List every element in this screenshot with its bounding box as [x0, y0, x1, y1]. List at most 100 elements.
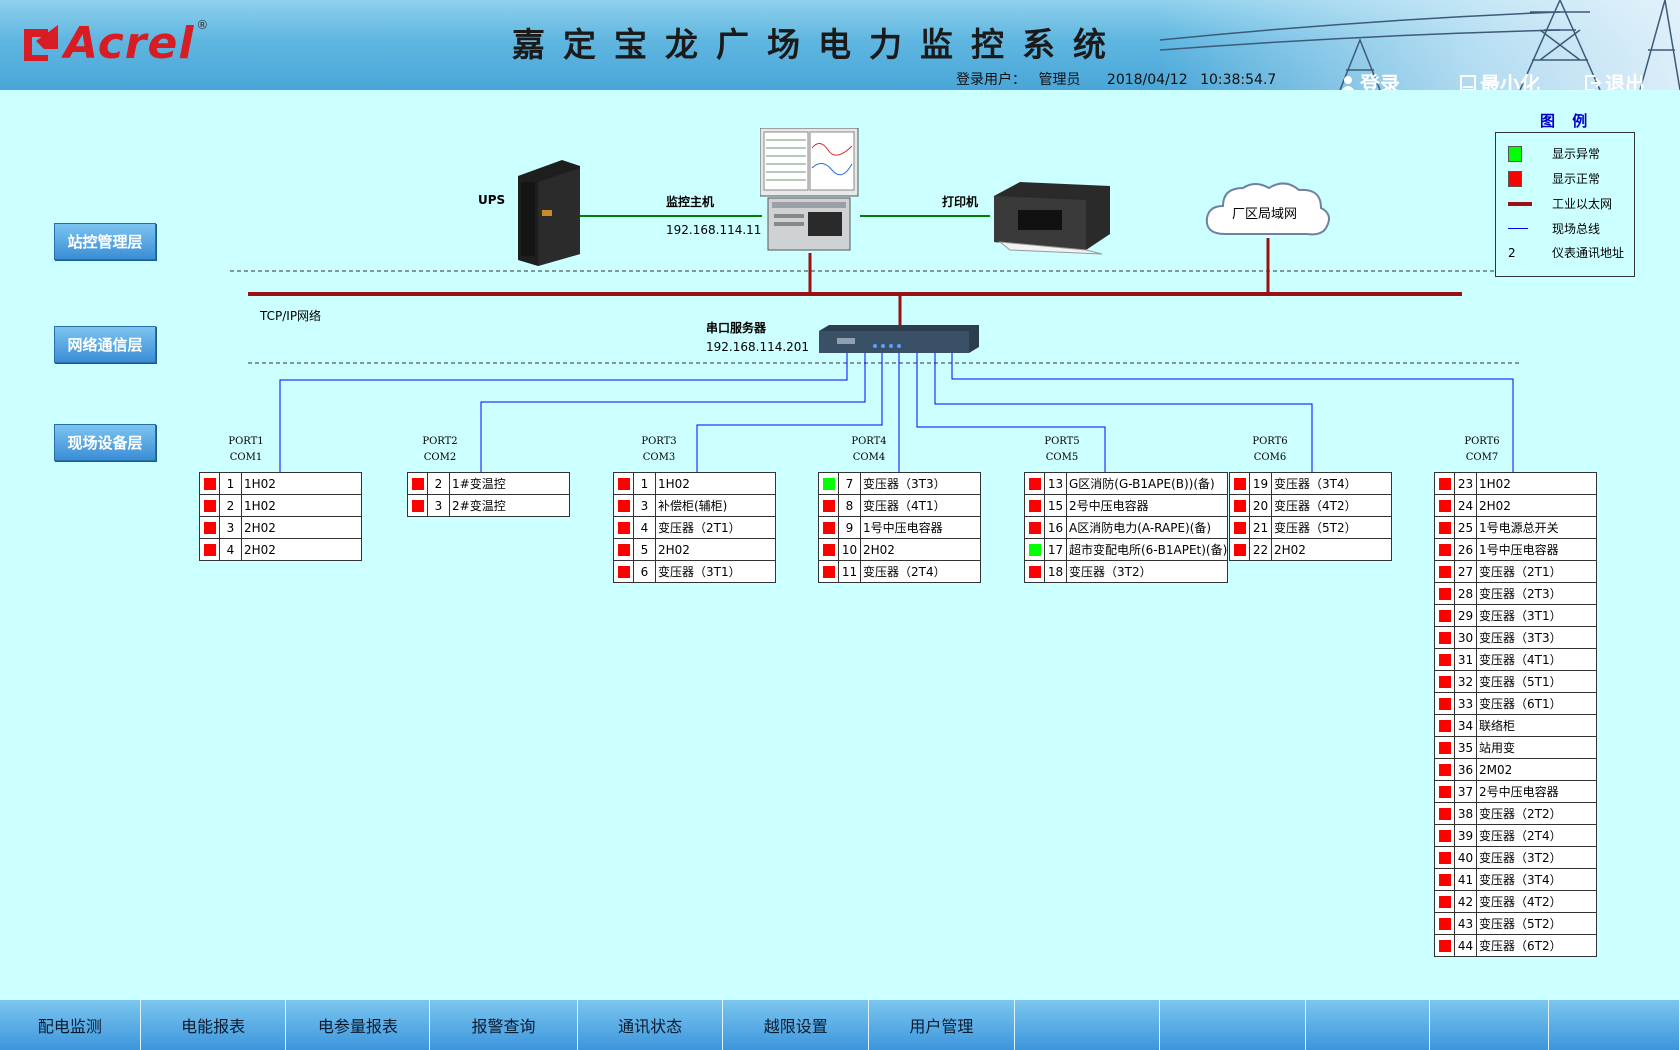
exit-button[interactable]: 退出: [1585, 68, 1645, 90]
device-name: 变压器（6T1）: [1476, 692, 1597, 715]
legend-label: 显示异常: [1552, 147, 1601, 161]
login-info: 登录用户： 管理员 2018/04/12 10:38:54.7: [956, 69, 1284, 89]
nav-tab[interactable]: 用户管理: [869, 1000, 1015, 1050]
acrel-logo: Acrel ®: [22, 18, 208, 69]
serial-server-icon[interactable]: [819, 325, 981, 353]
status-cell: [613, 472, 634, 495]
device-name: 变压器（2T1）: [655, 516, 776, 539]
nav-tab-empty[interactable]: [1306, 1000, 1431, 1050]
device-address: 22: [1249, 538, 1272, 561]
ups-icon[interactable]: [518, 160, 582, 266]
nav-tab[interactable]: 电能报表: [141, 1000, 287, 1050]
nav-tab-empty[interactable]: [1160, 1000, 1307, 1050]
system-title: 嘉定宝龙广场电力监控系统: [512, 25, 1124, 64]
nav-tab[interactable]: 越限设置: [723, 1000, 870, 1050]
printer-icon[interactable]: [990, 180, 1116, 256]
status-normal-indicator: [1438, 698, 1451, 710]
minimize-button[interactable]: 最小化: [1460, 68, 1540, 90]
nav-tab[interactable]: 通讯状态: [578, 1000, 724, 1050]
nav-tab-empty[interactable]: [1549, 1000, 1680, 1050]
login-button[interactable]: 登录: [1340, 68, 1400, 90]
nav-tab[interactable]: 电参量报表: [286, 1000, 431, 1050]
nav-tab-empty[interactable]: [1430, 1000, 1549, 1050]
nav-tab-empty[interactable]: [1015, 1000, 1161, 1050]
nav-tab[interactable]: 配电监测: [0, 1000, 141, 1050]
lan-cloud-icon[interactable]: [1203, 178, 1333, 242]
monitoring-host-icon[interactable]: [760, 128, 860, 252]
layer-network-communication[interactable]: 网络通信层: [54, 326, 156, 363]
exit-icon: [1585, 74, 1601, 90]
nav-tab[interactable]: 报警查询: [430, 1000, 578, 1050]
status-normal-indicator: [1028, 522, 1041, 534]
device-name: 2H02: [241, 516, 362, 539]
status-cell: [1229, 494, 1250, 517]
device-address: 43: [1454, 912, 1477, 935]
network-diagram: [230, 215, 1520, 472]
device-address: 36: [1454, 758, 1477, 781]
com-name: COM7: [1465, 452, 1499, 463]
legend-title: 图 例: [1540, 112, 1594, 130]
status-normal-indicator: [1438, 676, 1451, 688]
status-cell: [1434, 692, 1455, 715]
login-user: 管理员: [1038, 72, 1081, 88]
layer-station-management[interactable]: 站控管理层: [54, 223, 156, 260]
status-cell: [1434, 670, 1455, 693]
printer-label: 打印机: [942, 195, 979, 209]
status-normal-indicator: [1438, 764, 1451, 776]
device-name: 变压器（2T2）: [1476, 802, 1597, 825]
device-name: 1H02: [241, 472, 362, 495]
port-name: PORT5: [1044, 436, 1080, 447]
layer-field-devices[interactable]: 现场设备层: [54, 424, 156, 461]
com-name: COM3: [642, 452, 676, 463]
